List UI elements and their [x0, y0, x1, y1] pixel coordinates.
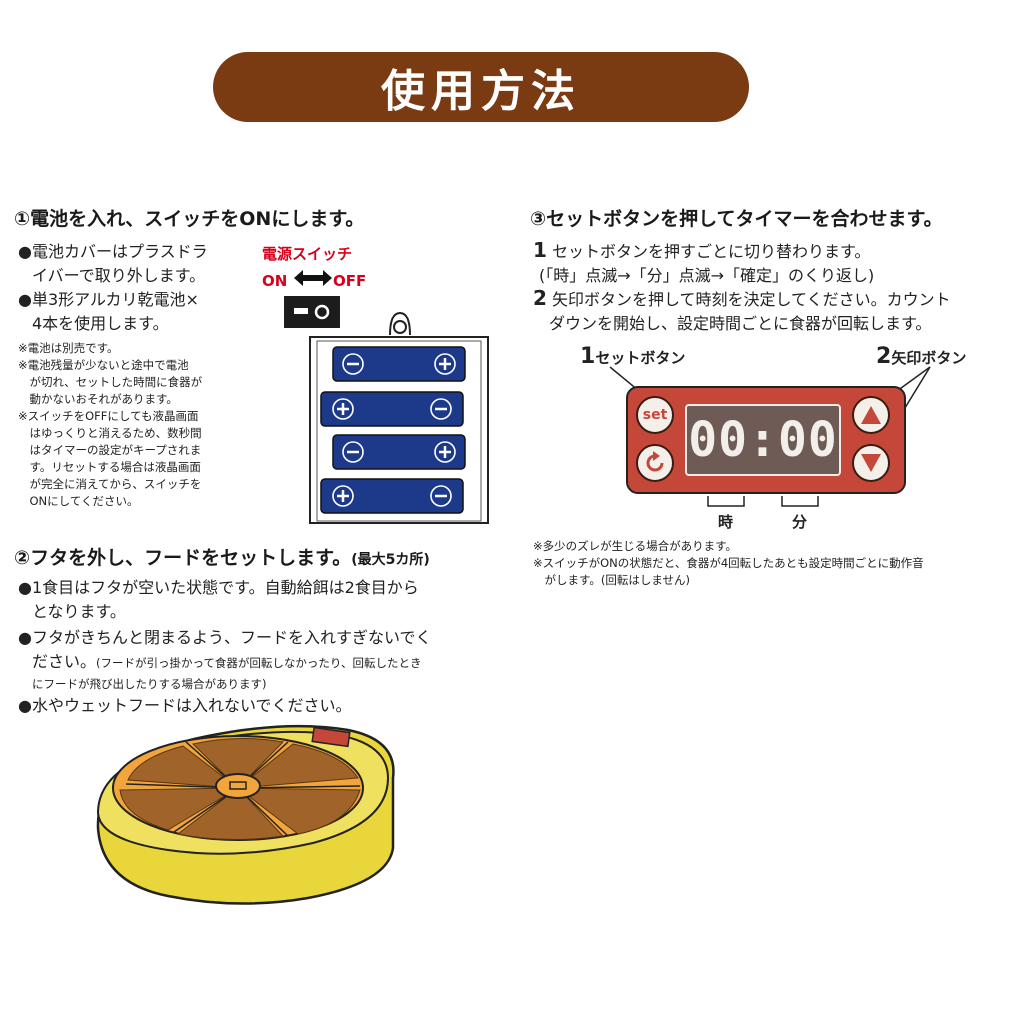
battery-row — [320, 346, 466, 514]
section3-notes: ※多少のズレが生じる場合があります。 ※スイッチがONの状態だと、食器が4回転し… — [533, 539, 924, 587]
section2-bullet-3: ●水やウェットフードは入れないでください。 — [18, 694, 498, 718]
off-label: OFF — [333, 272, 367, 290]
arrow-down-button[interactable] — [852, 444, 890, 482]
feeder-illustration — [96, 724, 395, 905]
section2-heading: ②フタを外し、フードをセットします。(最大5カ所) — [14, 547, 430, 569]
section1-notes: ※電池は別売です。 ※電池残量が少ないと途中で電池 が切れ、セットした時間に食器… — [18, 341, 203, 508]
display-brackets — [707, 496, 819, 507]
timer-digits: 00:00 — [688, 412, 838, 468]
title-banner: 使用方法 — [213, 52, 749, 122]
section3-step-2: 2 矢印ボタンを押して時刻を決定してください。カウント ダウンを開始し、設定時間… — [533, 286, 951, 333]
arrow-button-callout: 2矢印ボタン — [876, 344, 967, 369]
page-title: 使用方法 — [381, 66, 581, 117]
set-button[interactable]: set — [636, 396, 674, 434]
hour-label: 時 — [718, 513, 734, 531]
arrow-up-icon — [861, 406, 881, 424]
section1-bullet-1: ●電池カバーはプラスドラ イバーで取り外します。 — [18, 242, 208, 285]
double-arrow-icon — [294, 270, 332, 286]
bullet-dot: ● — [18, 696, 32, 715]
section3-step-1: 1 セットボタンを押すごとに切り替わります。 (「時」点滅→「分」点滅→「確定」… — [533, 238, 875, 285]
on-label: ON — [262, 272, 288, 290]
power-switch-label: 電源スイッチ — [262, 245, 353, 263]
switch-icon — [294, 304, 330, 320]
arrow-up-button[interactable] — [852, 396, 890, 434]
refresh-icon — [646, 451, 664, 472]
minute-label: 分 — [792, 513, 808, 531]
bullet-dot: ● — [18, 628, 32, 647]
reset-button[interactable] — [636, 444, 674, 482]
power-switch[interactable] — [284, 296, 340, 328]
section2-bullet-1: ●1食目はフタが空いた状態です。自動給餌は2食目から となります。 — [18, 578, 419, 621]
arrow-down-icon — [861, 454, 881, 472]
set-button-callout: 1セットボタン — [580, 344, 686, 369]
section2-bullet-2: ●フタがきちんと閉まるよう、フードを入れすぎないでく ださい。(フードが引っ掛か… — [18, 628, 432, 691]
bullet-dot: ● — [18, 290, 32, 309]
set-button-label: set — [642, 407, 668, 423]
bullet-dot: ● — [18, 578, 32, 597]
timer-display: 00:00 — [685, 404, 841, 476]
bullet-dot: ● — [18, 242, 32, 261]
section3-heading: ③セットボタンを押してタイマーを合わせます。 — [530, 208, 943, 230]
section2-heading-note: (最大5カ所) — [351, 552, 430, 568]
battery-box-illustration — [309, 311, 489, 524]
section1-heading: ①電池を入れ、スイッチをONにします。 — [14, 208, 365, 230]
section1-bullet-2: ●単3形アルカリ乾電池× 4本を使用します。 — [18, 290, 199, 333]
